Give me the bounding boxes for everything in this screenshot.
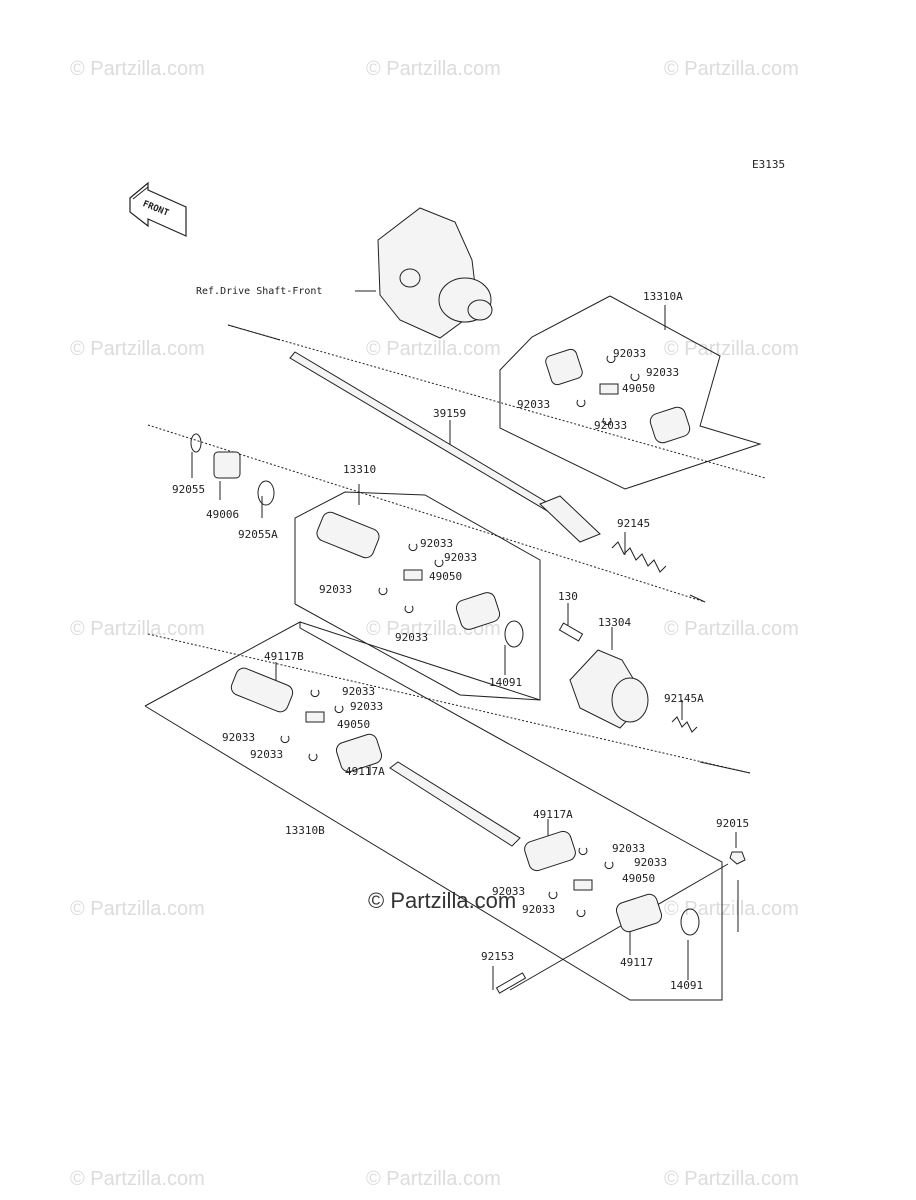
part-label: 49117A	[345, 765, 385, 778]
cross-joint-49050	[305, 383, 619, 891]
ref-label: Ref.Drive Shaft-Front	[196, 286, 323, 297]
part-label: 92033	[612, 842, 646, 855]
part-label: 92033	[444, 551, 478, 564]
middle-shaft	[389, 761, 521, 847]
drive-shaft-39159	[289, 351, 601, 543]
part-label: 92033	[517, 398, 551, 411]
part-label: 49117	[620, 956, 654, 969]
circlip-92033	[280, 355, 640, 918]
watermark: © Partzilla.com	[366, 1168, 501, 1190]
part-label: 92033	[492, 885, 526, 898]
spring-92145	[611, 541, 667, 573]
part-label: 49006	[206, 508, 240, 521]
watermark: © Partzilla.com	[366, 58, 501, 80]
watermark: © Partzilla.com	[70, 898, 205, 920]
bolt-92153	[495, 972, 527, 994]
part-label: 92033	[250, 748, 284, 761]
yoke-49117	[615, 893, 663, 933]
watermark: © Partzilla.com	[70, 1168, 205, 1190]
part-label: 13310	[343, 463, 377, 476]
washer-14091-2	[680, 908, 700, 936]
part-label: 92033	[634, 856, 668, 869]
part-label: 49050	[622, 382, 656, 395]
yoke-13310	[316, 511, 380, 559]
part-label: 92145	[617, 517, 651, 530]
part-label: 14091	[489, 676, 523, 689]
watermark: © Partzilla.com	[664, 618, 799, 640]
watermark: © Partzilla.com	[366, 338, 501, 360]
part-label: 92033	[395, 631, 429, 644]
part-label: 92033	[342, 685, 376, 698]
coupler-13304	[569, 649, 649, 729]
part-label: 13310B	[285, 824, 325, 837]
yoke-49117B	[230, 667, 294, 713]
part-label: 92033	[420, 537, 454, 550]
watermark: © Partzilla.com	[70, 58, 205, 80]
bracket-13310B	[144, 621, 723, 1001]
part-label: 92055A	[238, 528, 278, 541]
part-label: 14091	[670, 979, 704, 992]
washer-14091	[504, 620, 524, 648]
part-label: 92033	[319, 583, 353, 596]
o-ring-92055	[190, 433, 202, 453]
part-label: 92033	[522, 903, 556, 916]
part-label: 130	[558, 590, 578, 603]
part-label: 49050	[337, 718, 371, 731]
part-label: 92033	[222, 731, 256, 744]
part-label: 92145A	[664, 692, 704, 705]
yoke-49117A-2	[524, 830, 576, 872]
watermark: © Partzilla.com	[70, 338, 205, 360]
part-label: 49117B	[264, 650, 304, 663]
bracket-13310	[294, 491, 541, 701]
yoke-49117A	[335, 733, 383, 773]
diagram-code: E3135	[752, 158, 786, 171]
part-label: 49050	[622, 872, 656, 885]
part-label: 92033	[594, 419, 628, 432]
watermark: © Partzilla.com	[664, 58, 799, 80]
final-gear-case	[377, 207, 493, 339]
part-label: 92153	[481, 950, 515, 963]
part-label: 39159	[433, 407, 467, 420]
o-ring-92055A	[257, 480, 275, 506]
spring-92145A	[671, 716, 698, 733]
bolt-130	[558, 622, 584, 642]
part-label: 13310A	[643, 290, 683, 303]
nut-92015	[729, 851, 746, 865]
yoke-13310-2	[455, 592, 501, 630]
seal-49006	[213, 451, 241, 479]
watermark: © Partzilla.com	[70, 618, 205, 640]
front-arrow-icon	[129, 181, 187, 237]
part-label: 92033	[646, 366, 680, 379]
part-label: 49050	[429, 570, 463, 583]
bracket-13310A	[499, 295, 762, 490]
part-label: 13304	[598, 616, 632, 629]
part-label: 92033	[613, 347, 647, 360]
part-label: 92055	[172, 483, 206, 496]
watermark-main: © Partzilla.com	[368, 888, 517, 913]
part-label: 92015	[716, 817, 750, 830]
yoke-13310A-2	[649, 406, 691, 444]
yoke-13310A	[545, 348, 583, 386]
watermark: © Partzilla.com	[664, 1168, 799, 1190]
part-label: 49117A	[533, 808, 573, 821]
part-label: 92033	[350, 700, 384, 713]
